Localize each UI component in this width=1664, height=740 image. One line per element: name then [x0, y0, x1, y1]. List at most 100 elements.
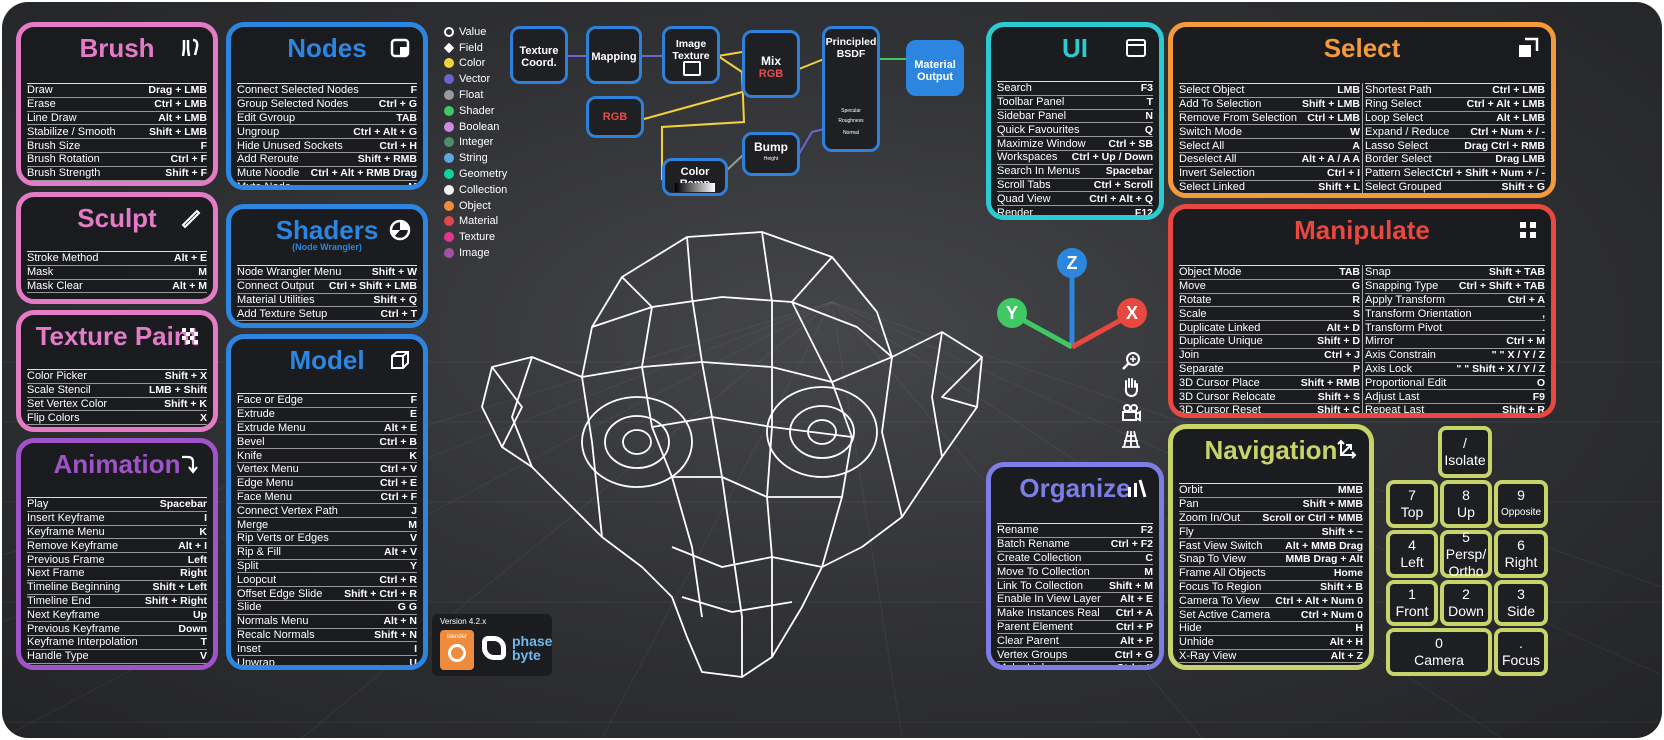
node-texture-coord[interactable]: Texture Coord.	[510, 26, 568, 84]
shortcut-action: Rip & Fill	[237, 546, 282, 559]
shortcut-key: Alt + E	[174, 252, 207, 265]
node-material-output[interactable]: Material Output	[906, 40, 964, 96]
legend-label: Field	[459, 41, 483, 54]
shortcut-action: Hide	[1179, 622, 1202, 635]
shortcut-key: Ctrl + LMB	[1492, 84, 1545, 97]
legend-item: Float	[444, 87, 534, 103]
shortcut-key: Ctrl + B	[379, 435, 417, 448]
legend-item: Image	[444, 245, 534, 261]
shortcut-action: Orbit	[1179, 484, 1203, 497]
legend-item: Value	[444, 24, 534, 40]
node-image-texture[interactable]: Image Texture	[662, 26, 720, 84]
shortcut-key: Alt + E	[384, 421, 417, 434]
brush-icon	[179, 37, 201, 59]
shortcut-action: Make Instances Real	[997, 607, 1100, 620]
shortcut-key: Spacebar	[159, 498, 207, 511]
shortcut-action: Workspaces	[997, 151, 1058, 164]
shortcut-action: Repeat Last	[1365, 404, 1425, 417]
legend-item: Material	[444, 214, 534, 230]
numpad-key-text: Camera	[1414, 652, 1464, 668]
shortcut-key: Drag Ctrl + RMB	[1464, 139, 1545, 152]
viewport-tools	[1120, 350, 1144, 450]
animation-icon	[179, 453, 201, 475]
legend-label: Color	[459, 57, 486, 70]
shortcut-action: Toolbar Panel	[997, 96, 1065, 109]
shortcut-key: Ctrl + Num + / -	[1470, 125, 1545, 138]
shortcut-action: Split	[237, 559, 259, 572]
axis-gizmo: Z Y X	[997, 248, 1147, 350]
shortcut-action: Unhide	[1179, 636, 1214, 649]
legend-label: Object	[459, 199, 491, 212]
shortcut-key: Shift + L	[1318, 180, 1360, 193]
shortcut-key: T	[200, 636, 207, 649]
shortcut-row: Repeat Last Shift + R	[1365, 404, 1545, 417]
legend-label: Value	[459, 25, 487, 38]
shortcut-key: Ctrl + A	[1507, 293, 1545, 306]
shortcut-action: Rotate	[1179, 293, 1212, 306]
zoom-icon[interactable]	[1120, 350, 1142, 372]
shortcut-action: Flip Colors	[27, 411, 80, 424]
node-image-texture-label: Image Texture	[672, 38, 710, 62]
node-mapping[interactable]: Mapping	[586, 26, 642, 84]
numpad-key-text: 1	[1408, 586, 1416, 602]
shortcut-key: Ctrl + T	[380, 307, 417, 320]
node-color-ramp[interactable]: Color Ramp	[662, 158, 728, 196]
shortcut-key: Shift + R	[1502, 404, 1545, 417]
shortcut-action: Snap To View	[1179, 553, 1246, 566]
shortcut-key: K	[409, 449, 417, 462]
node-bump[interactable]: Bump Height	[742, 132, 800, 176]
numpad-key-k_slash[interactable]: /Isolate	[1438, 426, 1492, 478]
grid-view-icon[interactable]	[1120, 428, 1142, 450]
node-rgb[interactable]: RGB	[586, 96, 644, 138]
shortcut-action: Clear Parent	[997, 634, 1059, 647]
shortcut-action: Hide Unused Sockets	[237, 139, 343, 152]
node-mix[interactable]: Mix RGB	[742, 30, 800, 98]
node-principled-bsdf[interactable]: Principled BSDF Specular Roughness Norma…	[822, 26, 880, 152]
numpad-key-kdot[interactable]: .Focus	[1494, 628, 1548, 676]
shortcut-key: G G	[397, 601, 417, 614]
socket-dot-icon	[444, 200, 454, 211]
shortcut-action: Keyframe Menu	[27, 525, 105, 538]
shortcut-action: Focus To Region	[1179, 580, 1262, 593]
socket-dot-icon	[444, 169, 454, 180]
hand-icon[interactable]	[1120, 376, 1142, 398]
shortcut-action: Face Menu	[237, 490, 293, 503]
camera-icon[interactable]	[1120, 402, 1142, 424]
shortcut-key: V	[409, 532, 417, 545]
shortcut-key: Ctrl + F	[170, 153, 207, 166]
